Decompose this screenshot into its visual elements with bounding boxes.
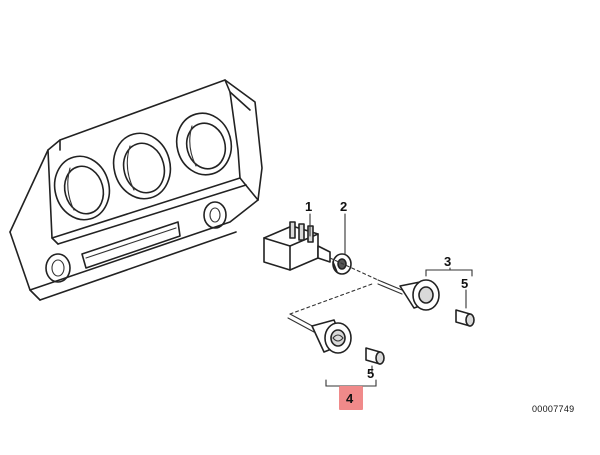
gauge-right bbox=[175, 112, 233, 176]
part-1-switch bbox=[263, 221, 331, 271]
callout-4: 4 bbox=[346, 391, 354, 406]
part-5-screw-upper bbox=[455, 309, 475, 327]
dashboard-panel bbox=[9, 79, 263, 301]
gauge-center bbox=[112, 132, 172, 200]
gauge-left bbox=[53, 155, 111, 221]
part-5-screw-lower bbox=[365, 347, 385, 365]
callout-2: 2 bbox=[340, 199, 347, 214]
callout-3: 3 bbox=[444, 254, 451, 269]
leader-lines bbox=[289, 213, 473, 389]
callout-4-highlight bbox=[339, 386, 363, 410]
callout-1: 1 bbox=[305, 199, 312, 214]
part-4-knob bbox=[287, 313, 352, 354]
part-3-knob bbox=[377, 279, 440, 311]
callout-5-lower: 5 bbox=[367, 366, 374, 381]
diagram-code: 00007749 bbox=[532, 404, 574, 414]
callout-5-upper: 5 bbox=[461, 276, 468, 291]
